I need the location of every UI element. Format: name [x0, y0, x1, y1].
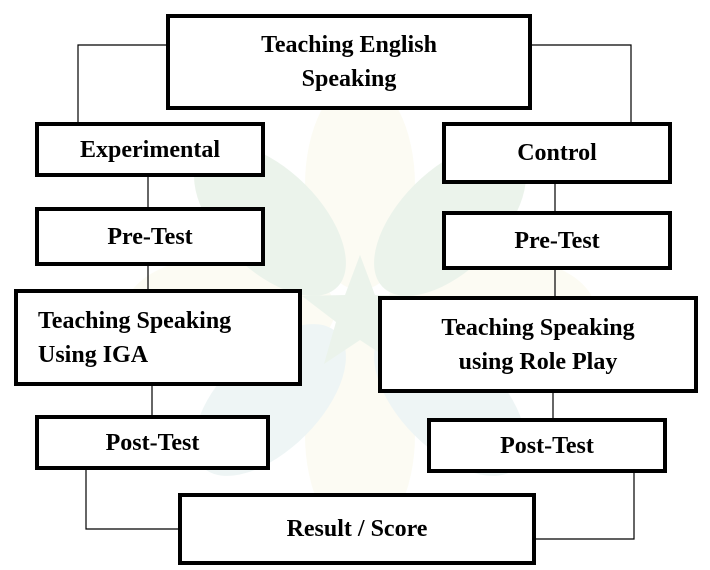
experimental-posttest-box: Post-Test [35, 415, 270, 470]
root-label-line1: Teaching English [261, 32, 437, 58]
control-posttest-label: Post-Test [500, 432, 594, 459]
connector-root-to-control [532, 44, 632, 122]
control-pretest-box: Pre-Test [442, 211, 672, 270]
result-label: Result / Score [286, 516, 428, 542]
experimental-posttest-label: Post-Test [105, 429, 200, 456]
control-treatment-box: Teaching Speaking using Role Play [378, 296, 698, 393]
control-posttest-box: Post-Test [427, 418, 667, 473]
connector-control-posttest-to-result [536, 473, 635, 540]
root-box: Teaching English Speaking [166, 14, 532, 110]
control-pretest-label: Pre-Test [514, 227, 600, 254]
experimental-pretest-label: Pre-Test [107, 223, 193, 250]
root-label-line2: Speaking [301, 66, 397, 92]
control-group-box: Control [442, 122, 672, 184]
connector-root-to-experimental [77, 44, 166, 122]
experimental-pretest-box: Pre-Test [35, 207, 265, 266]
experimental-treatment-box: Teaching Speaking Using IGA [14, 289, 302, 386]
experimental-group-box: Experimental [35, 122, 265, 177]
result-box: Result / Score [178, 493, 536, 565]
experimental-treatment-line1: Teaching Speaking [38, 307, 232, 334]
experimental-treatment-line2: Using IGA [38, 341, 149, 368]
control-treatment-line2: using Role Play [458, 348, 618, 375]
control-treatment-line1: Teaching Speaking [441, 314, 635, 341]
experimental-group-label: Experimental [80, 136, 220, 163]
control-group-label: Control [517, 140, 597, 166]
connector-experimental-posttest-to-result [85, 470, 178, 530]
